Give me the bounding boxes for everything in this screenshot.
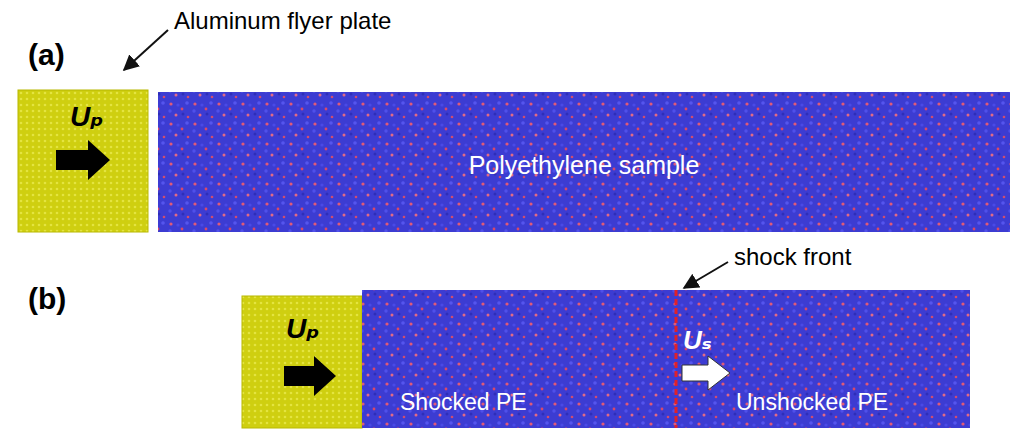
velocity-label: Uₚ bbox=[286, 314, 320, 345]
region-label: Unshocked PE bbox=[736, 390, 888, 415]
unshocked-region: UₛUnshocked PE bbox=[676, 290, 970, 428]
panel-label: (a) bbox=[28, 38, 65, 71]
panel-label: (b) bbox=[28, 282, 66, 315]
velocity-label: Uₚ bbox=[70, 102, 104, 133]
flyer-plate: Uₚ bbox=[18, 90, 148, 232]
flyer-plate: Uₚ bbox=[242, 296, 362, 428]
velocity-label: Uₛ bbox=[683, 326, 712, 355]
sample-label: Polyethylene sample bbox=[469, 152, 700, 180]
region-label: Shocked PE bbox=[400, 390, 527, 415]
callout-label: shock front bbox=[734, 244, 851, 270]
polyethylene-sample: Polyethylene sample bbox=[158, 92, 1010, 232]
callout-label: Aluminum flyer plate bbox=[174, 8, 391, 34]
shocked-region: Shocked PE bbox=[362, 290, 676, 428]
